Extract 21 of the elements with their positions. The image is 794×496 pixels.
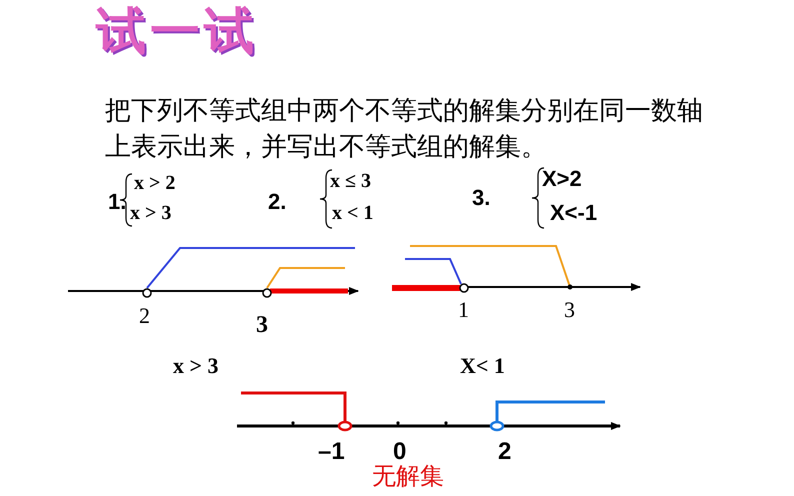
tick-label: –1 bbox=[318, 439, 345, 466]
problem-number: 3. bbox=[472, 186, 490, 210]
conclusion-text: 无解集 bbox=[372, 464, 444, 490]
title: 试一试 bbox=[96, 4, 258, 59]
problem-number: 2. bbox=[268, 190, 286, 214]
inequality: x ≤ 3 bbox=[330, 170, 371, 192]
inequality: x < 1 bbox=[332, 202, 374, 224]
instruction-text: 把下列不等式组中两个不等式的解集分别在同一数轴上表示出来，并写出不等式组的解集。 bbox=[105, 94, 704, 163]
solution-set: X< 1 bbox=[460, 354, 505, 378]
problem-number: 1. bbox=[108, 190, 126, 214]
tick-label: 2 bbox=[139, 304, 150, 328]
inequality: X>2 bbox=[542, 167, 582, 192]
inequality: x > 2 bbox=[134, 172, 176, 194]
inequality: x > 3 bbox=[130, 202, 172, 224]
solution-set: x > 3 bbox=[173, 354, 219, 378]
tick-label: 3 bbox=[256, 312, 268, 338]
tick-label: 2 bbox=[498, 439, 512, 466]
tick-label: 0 bbox=[393, 439, 406, 465]
tick-label: 3 bbox=[564, 298, 575, 322]
tick-label: 1 bbox=[458, 298, 469, 322]
inequality: X<-1 bbox=[550, 201, 598, 226]
